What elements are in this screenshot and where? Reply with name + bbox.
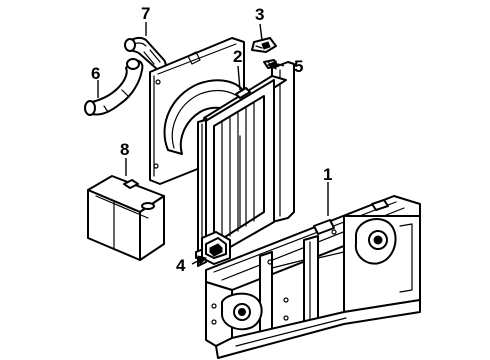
leader-3: [259, 23, 263, 41]
arrowhead-5: [266, 60, 277, 70]
callout-8: 8: [120, 140, 129, 159]
callout-labels: 7 6 3 5 2 8 4 1: [91, 4, 332, 275]
radiator: [195, 61, 295, 267]
callout-1: 1: [323, 165, 332, 184]
lower-insulator: [201, 231, 231, 265]
leader-5: [277, 63, 285, 67]
callout-2: 2: [233, 47, 242, 66]
callout-4: 4: [176, 256, 186, 275]
callout-7: 7: [141, 4, 150, 23]
leader-lines: [97, 22, 329, 265]
callout-5: 5: [294, 57, 303, 76]
callout-3: 3: [255, 5, 264, 24]
upper-mount-bracket: [251, 37, 277, 53]
upper-radiator-hose: [124, 36, 167, 72]
battery: [87, 175, 165, 261]
lower-radiator-hose: [84, 58, 144, 116]
radiator-support: [205, 195, 421, 359]
arrowhead-4: [197, 255, 207, 265]
leader-2: [237, 65, 241, 91]
callout-6: 6: [91, 64, 100, 83]
